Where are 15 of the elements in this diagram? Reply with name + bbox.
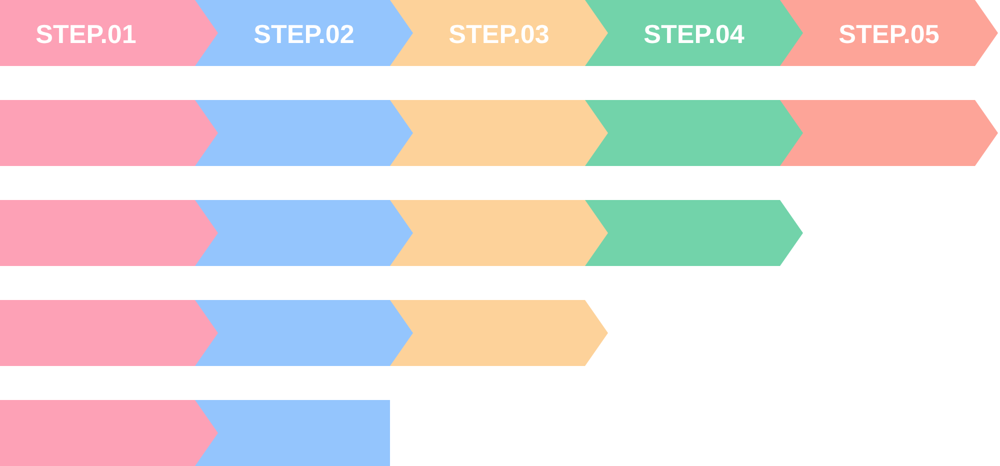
chevron-banner [780, 0, 998, 66]
chevron-banner [0, 0, 218, 66]
step-label: STEP.04 [644, 21, 744, 47]
chevron-banner [0, 200, 218, 266]
chevron-banner [780, 100, 998, 166]
chevron-banner [0, 300, 218, 366]
chevron-banner [585, 200, 803, 266]
step-label: STEP.05 [838, 21, 940, 47]
chevron-banner [0, 400, 218, 466]
step-label: STEP.02 [254, 21, 354, 47]
step-label: STEP.01 [36, 21, 136, 47]
step-label: STEP.03 [448, 21, 550, 47]
chevron-banner [390, 300, 608, 366]
chevron-banner [0, 100, 218, 166]
banner-segment [195, 400, 390, 466]
